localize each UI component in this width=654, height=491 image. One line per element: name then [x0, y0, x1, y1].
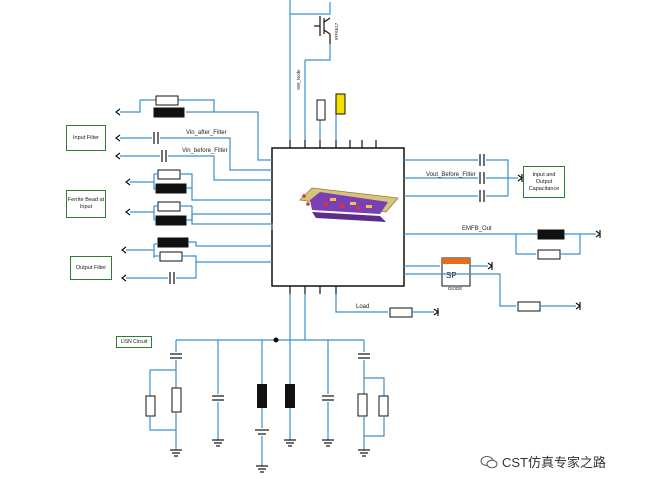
net-label-vin-before: Vin_before_Filter [182, 148, 228, 154]
top-pins [289, 140, 377, 148]
net-label-emfb: EMFB_Out [462, 226, 492, 232]
inductor-l2[interactable] [157, 237, 189, 248]
resistor-r1[interactable] [155, 95, 179, 106]
note-lisn-circuit-text: LISN Circuit [120, 339, 148, 345]
pcb-3d-image [299, 187, 399, 222]
spice-block[interactable]: SP DIODE [441, 257, 471, 291]
resistor-r6[interactable] [517, 301, 541, 312]
watermark: CST仿真专家之路 [480, 452, 606, 471]
ferrite-bead-1[interactable] [155, 183, 187, 194]
battery-symbol[interactable] [255, 429, 269, 435]
wechat-icon [480, 455, 498, 468]
resistor-load[interactable] [389, 307, 413, 318]
junction-node [273, 337, 279, 343]
note-input-output-cap: Input and Output Capacitance [523, 166, 565, 198]
bottom-pins [289, 286, 337, 294]
capacitor-c1[interactable] [153, 132, 159, 144]
yellow-capacitor[interactable] [335, 93, 346, 115]
note-output-filter-text: Output Filter [75, 265, 107, 271]
spice-name: DIODE [448, 286, 462, 291]
note-output-filter: Output Filter [70, 256, 112, 280]
capacitor-c3[interactable] [169, 272, 175, 284]
note-ferrite-bead-text: Ferrite Bead at Input [67, 197, 105, 210]
resistor-top[interactable] [316, 99, 326, 121]
lisn-cap-left[interactable] [170, 353, 182, 359]
inductor-l3[interactable] [537, 229, 565, 240]
resistor-r2[interactable] [157, 169, 181, 180]
resistor-r3[interactable] [157, 201, 181, 212]
output-caps[interactable] [479, 154, 485, 202]
note-lisn-circuit: LISN Circuit [116, 336, 152, 348]
capacitor-c2[interactable] [161, 150, 167, 162]
lisn-resistor-r2[interactable] [378, 395, 389, 417]
inductor-l1[interactable] [153, 107, 185, 118]
net-label-vin-after: Vin_after_Filter [186, 130, 227, 136]
note-input-filter-text: Input Filter [73, 135, 99, 141]
watermark-text: CST仿真专家之路 [502, 455, 607, 470]
lisn-resistor-l1[interactable] [145, 395, 156, 417]
transistor-symbol[interactable] [314, 16, 331, 44]
svg-text:SW_Node: SW_Node [296, 69, 301, 90]
svg-text:IRF6617: IRF6617 [334, 22, 339, 40]
vertical-label-top: IRF6617 SW_Node [296, 22, 339, 90]
net-label-load: Load [356, 304, 369, 310]
lisn-inductor-1[interactable] [257, 384, 267, 408]
resistor-r4[interactable] [159, 251, 183, 262]
net-label-vout-before: Vout_Before_Filter [426, 172, 476, 178]
lisn-cap-right[interactable] [358, 353, 370, 359]
lisn-resistor-l2[interactable] [171, 387, 182, 413]
spice-label: SP [446, 271, 457, 280]
resistor-r5[interactable] [537, 249, 561, 260]
note-ferrite-bead: Ferrite Bead at Input [66, 190, 106, 218]
lisn-resistor-r1[interactable] [357, 393, 368, 417]
lisn-inductor-2[interactable] [285, 384, 295, 408]
note-input-filter: Input Filter [66, 125, 106, 151]
ferrite-bead-2[interactable] [155, 215, 187, 226]
note-input-output-cap-text: Input and Output Capacitance [528, 171, 560, 192]
